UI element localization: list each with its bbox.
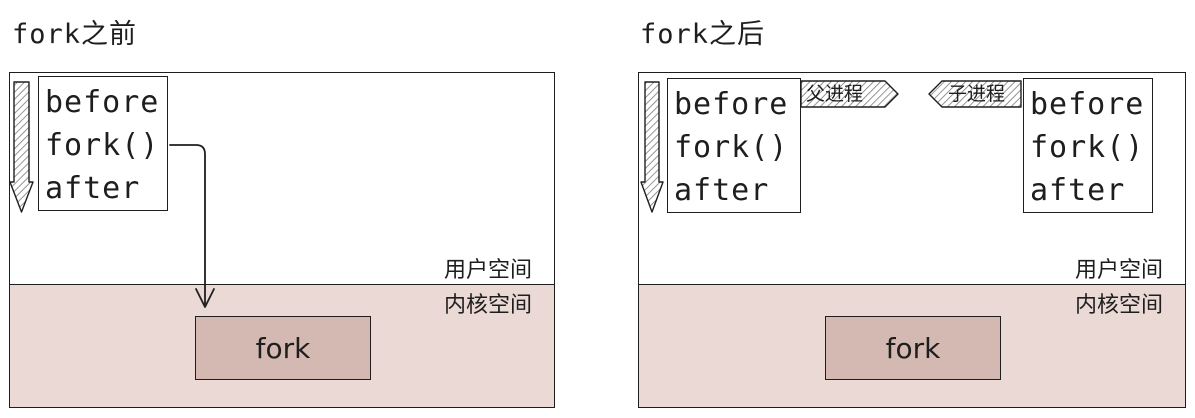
left-code-box: before fork() after [38, 76, 168, 211]
parent-process-tag-shape [800, 80, 899, 108]
parent-process-tag: 父进程 [806, 83, 864, 105]
parent-code-line-before: before [674, 87, 789, 122]
right-kernel-space-label: 内核空间 [1075, 293, 1164, 318]
child-process-tag: 子进程 [948, 83, 1006, 105]
right-panel-title: fork之后 [640, 19, 766, 50]
left-kernel-space-label: 内核空间 [444, 293, 533, 318]
fork-call-arrow [169, 144, 215, 308]
code-line-after: after [45, 171, 141, 206]
left-fork-syscall-box: fork [195, 316, 371, 380]
left-execution-flow-arrow [9, 81, 34, 213]
right-fork-syscall-box: fork [825, 316, 1001, 380]
code-line-before: before [45, 85, 160, 120]
left-panel-title: fork之前 [12, 19, 138, 50]
child-code-box: before fork() after [1023, 78, 1153, 213]
code-line-fork-call: fork() [45, 128, 160, 163]
parent-code-box: before fork() after [667, 78, 801, 213]
right-execution-flow-arrow [640, 81, 664, 213]
child-code-line-fork-call: fork() [1030, 130, 1145, 165]
right-user-space-label: 用户空间 [1075, 258, 1164, 283]
parent-code-line-after: after [674, 173, 770, 208]
parent-code-line-fork-call: fork() [674, 130, 789, 165]
child-process-tag-shape [928, 80, 1022, 108]
child-code-line-after: after [1030, 173, 1126, 208]
child-code-line-before: before [1030, 87, 1145, 122]
left-user-space-label: 用户空间 [444, 258, 533, 283]
